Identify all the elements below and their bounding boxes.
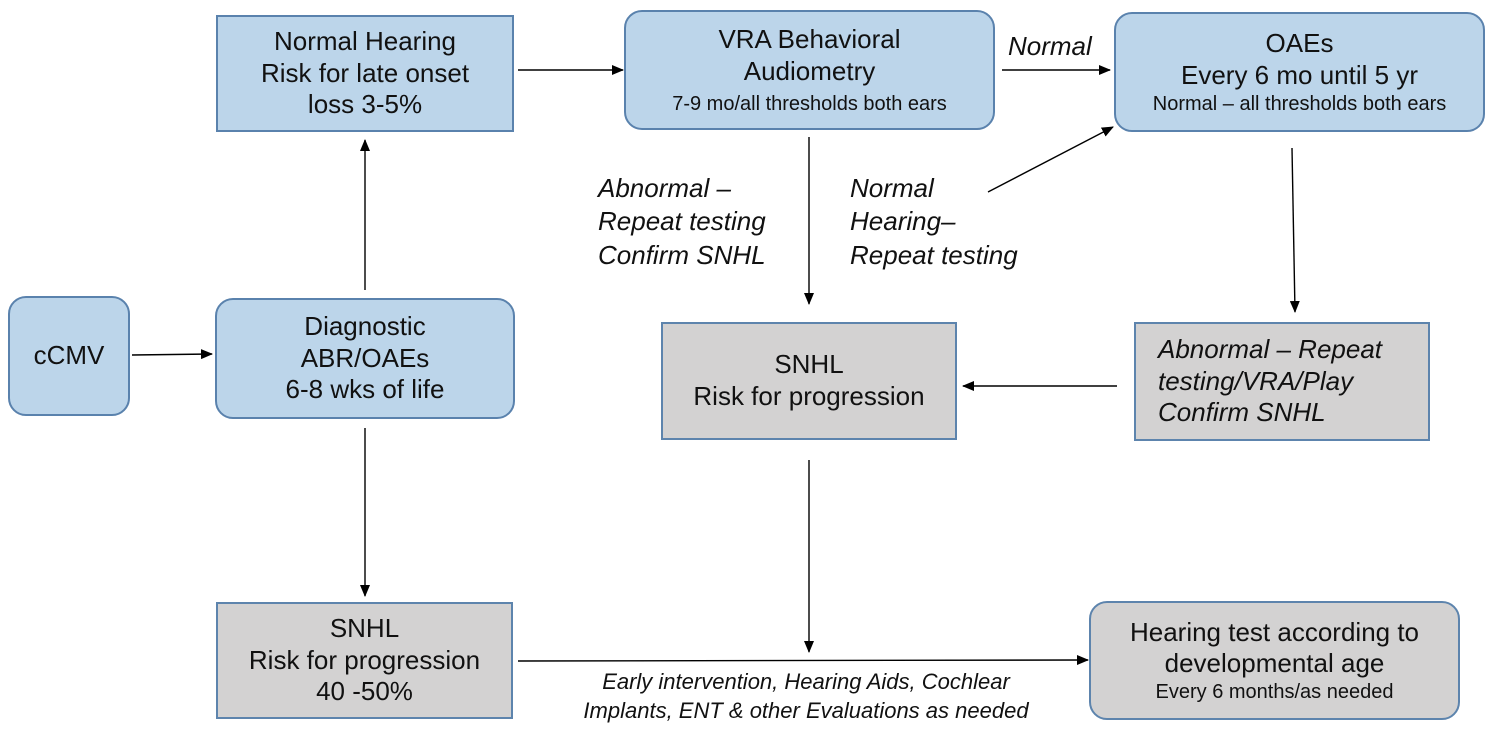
label-interventions: Early intervention, Hearing Aids, Cochle… (583, 669, 1029, 723)
node-diagnostic: Diagnostic ABR/OAEs 6-8 wks of life (215, 298, 515, 419)
node-snhl-bottom: SNHL Risk for progression 40 -50% (216, 602, 513, 719)
arrow-oaes-to-abnormal (1289, 147, 1300, 313)
arrow-repeat-to-oaes (987, 126, 1114, 193)
label-normal-hearing-repeat: Normal Hearing– Repeat testing (850, 173, 1018, 270)
node-oaes: OAEs Every 6 mo until 5 yr Normal – all … (1114, 12, 1485, 132)
node-vra-audiometry: VRA Behavioral Audiometry 7-9 mo/all thr… (624, 10, 995, 130)
node-snhl-progression: SNHL Risk for progression (661, 322, 957, 440)
node-cmv: cCMV (8, 296, 130, 416)
arrow-snhl-to-hearing-test (517, 655, 1089, 666)
node-abnormal-repeat: Abnormal – Repeat testing/VRA/Play Confi… (1134, 322, 1430, 441)
label-normal: Normal (1008, 31, 1092, 61)
node-hearing-test: Hearing test according to developmental … (1089, 601, 1460, 720)
arrow-cmv-to-diagnostic (131, 349, 213, 360)
label-abnormal-confirm: Abnormal – Repeat testing Confirm SNHL (598, 173, 766, 270)
node-normal-hearing: Normal Hearing Risk for late onset loss … (216, 15, 514, 132)
